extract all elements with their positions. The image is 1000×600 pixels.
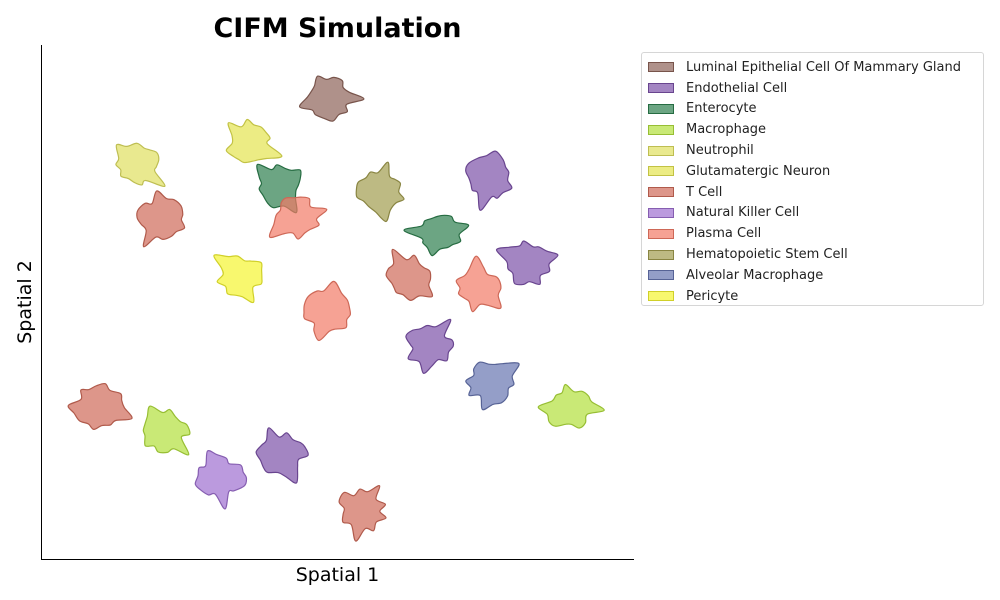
- legend-entry: Plasma Cell: [648, 223, 977, 244]
- legend-swatch: [648, 145, 674, 156]
- legend-swatch: [648, 291, 674, 302]
- legend-label: Pericyte: [686, 288, 739, 304]
- cell-shape: [115, 142, 166, 188]
- legend-swatch: [648, 83, 674, 94]
- legend-entry: Enterocyte: [648, 99, 977, 120]
- cell-shape: [385, 248, 434, 301]
- cell-shape: [405, 318, 455, 374]
- legend-entry: Luminal Epithelial Cell Of Mammary Gland: [648, 57, 977, 78]
- legend-swatch: [648, 249, 674, 260]
- legend-label: Enterocyte: [686, 101, 757, 117]
- legend-label: Macrophage: [686, 122, 767, 138]
- cell-shape: [465, 361, 520, 411]
- legend-entry: Neutrophil: [648, 140, 977, 161]
- cell-shape: [194, 449, 248, 510]
- cell-shape: [225, 118, 283, 164]
- legend-entry: Hematopoietic Stem Cell: [648, 244, 977, 265]
- cell-shape: [67, 382, 133, 430]
- legend-entry: Natural Killer Cell: [648, 203, 977, 224]
- legend-swatch: [648, 228, 674, 239]
- legend-swatch: [648, 62, 674, 73]
- cell-shape: [213, 254, 263, 304]
- legend-entry: Endothelial Cell: [648, 78, 977, 99]
- legend-entry: Macrophage: [648, 119, 977, 140]
- legend-label: T Cell: [686, 184, 723, 200]
- legend-swatch: [648, 207, 674, 218]
- cell-shape: [142, 405, 191, 456]
- cell-shape: [255, 427, 309, 484]
- y-axis-label: Spatial 2: [14, 260, 36, 344]
- legend-label: Plasma Cell: [686, 226, 762, 242]
- legend-swatch: [648, 103, 674, 114]
- legend-entry: Glutamatergic Neuron: [648, 161, 977, 182]
- cell-shape: [268, 196, 328, 240]
- legend-entry: T Cell: [648, 182, 977, 203]
- cell-shape: [136, 190, 186, 248]
- legend-label: Natural Killer Cell: [686, 205, 800, 221]
- cell-shape: [403, 214, 470, 257]
- legend-label: Hematopoietic Stem Cell: [686, 247, 848, 263]
- legend-swatch: [648, 187, 674, 198]
- cell-shape: [355, 161, 405, 223]
- legend-label: Alveolar Macrophage: [686, 267, 824, 283]
- legend-label: Endothelial Cell: [686, 80, 788, 96]
- cell-shape: [303, 280, 352, 342]
- cells-layer: [67, 75, 605, 542]
- legend-entry: Alveolar Macrophage: [648, 265, 977, 286]
- legend-label: Luminal Epithelial Cell Of Mammary Gland: [686, 59, 961, 75]
- legend: Luminal Epithelial Cell Of Mammary Gland…: [641, 52, 984, 306]
- legend-label: Neutrophil: [686, 143, 754, 159]
- legend-swatch: [648, 270, 674, 281]
- cell-shape: [465, 150, 513, 211]
- x-axis-label: Spatial 1: [296, 564, 380, 586]
- cell-shape: [298, 75, 365, 122]
- chart-title: CIFM Simulation: [213, 13, 461, 44]
- cell-shape: [495, 240, 559, 286]
- legend-entry: Pericyte: [648, 286, 977, 307]
- legend-label: Glutamatergic Neuron: [686, 163, 831, 179]
- cell-shape: [455, 255, 502, 313]
- cell-shape: [537, 383, 605, 429]
- legend-swatch: [648, 166, 674, 177]
- cell-shape: [338, 485, 387, 542]
- legend-swatch: [648, 124, 674, 135]
